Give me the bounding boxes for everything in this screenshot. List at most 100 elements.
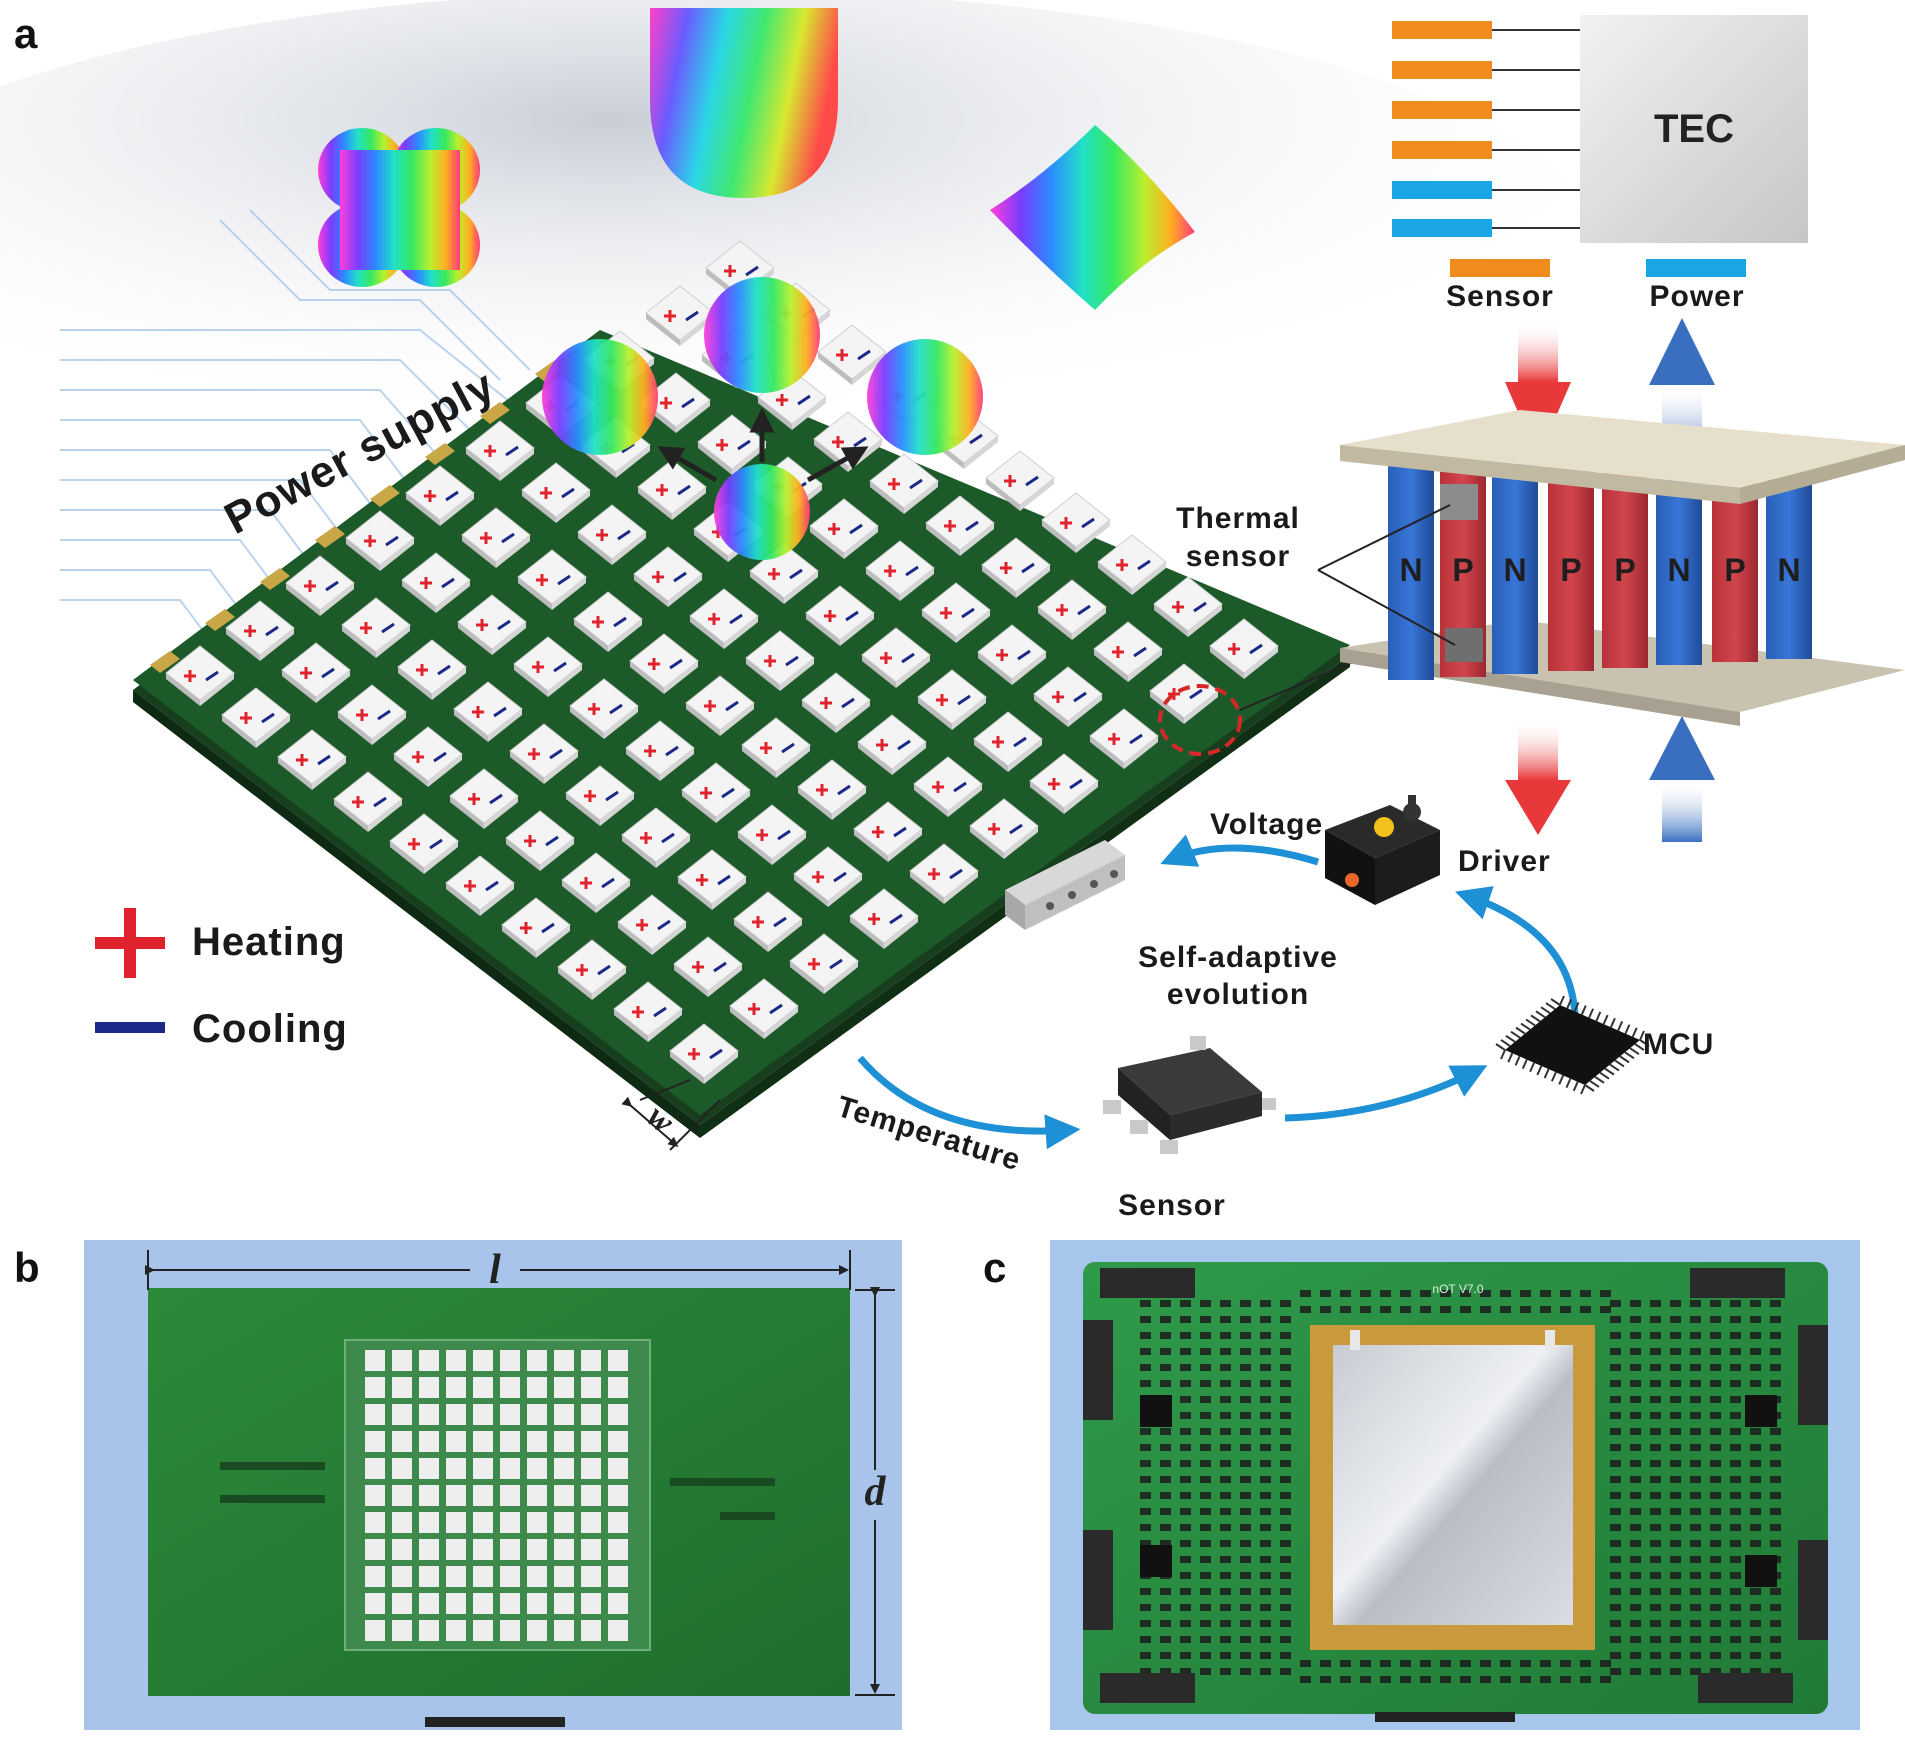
photo-cell (419, 1593, 439, 1614)
photo-cell (473, 1512, 493, 1533)
tec-element (337, 684, 407, 745)
tec-element (861, 627, 931, 688)
photo-cell (365, 1377, 385, 1398)
sensor-wire-1 (1392, 21, 1492, 39)
photo-cell (500, 1485, 520, 1506)
pellet-letter: P (1614, 552, 1635, 588)
photo-cell (419, 1620, 439, 1641)
photo-cell (392, 1431, 412, 1452)
tec-box (1580, 15, 1808, 243)
legend-power-label: Power (1649, 280, 1744, 313)
photo-cell (446, 1512, 466, 1533)
power-wire-1 (1392, 181, 1492, 199)
photo-cell (581, 1431, 601, 1452)
droplet-top (704, 277, 820, 393)
pcb-edge-pads (150, 360, 565, 673)
photo-cell (500, 1593, 520, 1614)
photo-cell (581, 1539, 601, 1560)
tec-element (917, 669, 987, 730)
photo-cell (392, 1512, 412, 1533)
tec-element (513, 636, 583, 697)
photo-cell (527, 1458, 547, 1479)
photo-c-components (1140, 1290, 1781, 1683)
photo-cell (365, 1512, 385, 1533)
photo-cell (554, 1377, 574, 1398)
tec-element (869, 453, 939, 514)
pellet-letter: N (1399, 552, 1422, 588)
pellet-letter: P (1560, 552, 1581, 588)
tec-element (405, 465, 475, 526)
photo-cell (608, 1566, 628, 1587)
photo-cell (554, 1485, 574, 1506)
tec-element (625, 720, 695, 781)
tec-element (465, 420, 535, 481)
self-adaptive-label-line1: Self-adaptive (1138, 941, 1338, 974)
dimension-d-marker (855, 1287, 895, 1696)
tec-element (557, 939, 627, 1000)
photo-pcb-c: nOT V7.0 (1050, 1240, 1860, 1730)
mcu-label: MCU (1643, 1028, 1714, 1061)
photo-cell (608, 1539, 628, 1560)
tec-element (1033, 666, 1103, 727)
tec-element (645, 285, 715, 346)
photo-cell (419, 1404, 439, 1425)
droplet-right (867, 339, 983, 455)
photo-cell (473, 1566, 493, 1587)
photo-cell (365, 1620, 385, 1641)
mcu-chip (1495, 995, 1650, 1095)
photo-cell (392, 1350, 412, 1371)
photo-cell (473, 1431, 493, 1452)
heat-out-arrow-head (1649, 318, 1715, 385)
tec-element (1041, 492, 1111, 553)
driver-blue-arrow-head (1649, 716, 1715, 780)
photo-cell (473, 1485, 493, 1506)
photo-cell (365, 1593, 385, 1614)
photo-cell (365, 1566, 385, 1587)
tec-element (281, 642, 351, 703)
heat-in-arrow-shaft (1518, 322, 1558, 382)
photo-cell (608, 1404, 628, 1425)
tec-element (633, 546, 703, 607)
photo-cell (446, 1458, 466, 1479)
photo-cell (608, 1512, 628, 1533)
photo-cell (365, 1485, 385, 1506)
background-haze (0, 0, 1600, 510)
tec-element (857, 714, 927, 775)
tec-element (733, 891, 803, 952)
legend-sensor-label: Sensor (1446, 280, 1554, 313)
photo-cell (446, 1566, 466, 1587)
tec-element (817, 324, 887, 385)
tec-element (569, 678, 639, 739)
photo-cell (554, 1620, 574, 1641)
tec-element (561, 852, 631, 913)
legend-cooling (95, 1022, 165, 1033)
tec-element (689, 588, 759, 649)
tec-element (393, 726, 463, 787)
tec-element (1093, 621, 1163, 682)
rainbow-shape-bullet (650, 8, 838, 198)
photo-cell (419, 1485, 439, 1506)
photo-cell (446, 1485, 466, 1506)
photo-cell (392, 1620, 412, 1641)
tec-element (1089, 708, 1159, 769)
tec-element (577, 504, 647, 565)
tec-box-label: TEC (1654, 107, 1734, 151)
tec-element (981, 537, 1051, 598)
photo-cell (365, 1404, 385, 1425)
tec-element (165, 645, 235, 706)
ic-chip (1745, 1555, 1777, 1587)
tec-element (685, 675, 755, 736)
tec-element (913, 756, 983, 817)
photo-cell (581, 1485, 601, 1506)
tec-element (277, 729, 347, 790)
sensor-wire-3 (1392, 101, 1492, 119)
panel-letter-a: a (14, 10, 38, 57)
photo-cell (419, 1350, 439, 1371)
droplet-spread-arrows (657, 407, 869, 483)
thermal-sensor-chip-bottom (1445, 628, 1483, 662)
tec-element (985, 450, 1055, 511)
photo-cell (554, 1350, 574, 1371)
photo-cell (419, 1458, 439, 1479)
tec-element (737, 804, 807, 865)
